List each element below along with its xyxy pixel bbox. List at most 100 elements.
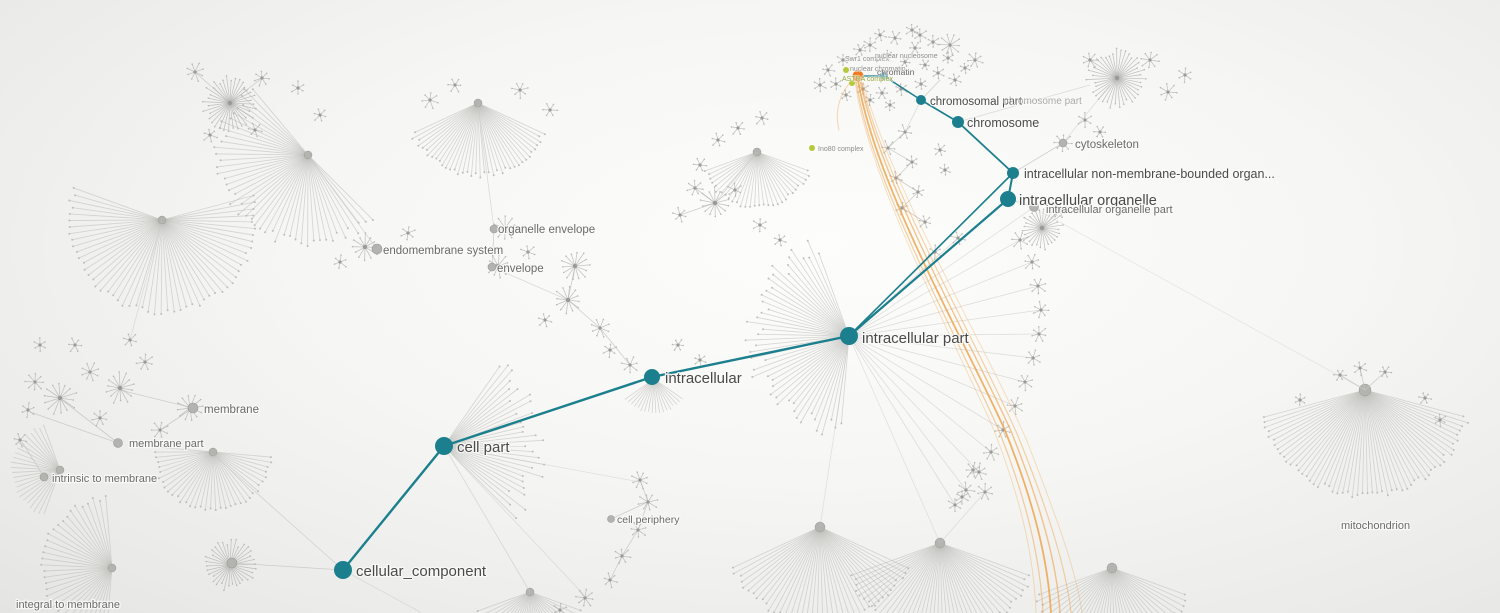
node-cluster[interactable] (969, 462, 987, 481)
node-cluster[interactable] (1093, 125, 1107, 138)
node-nucleosome-cluster-node[interactable] (880, 72, 888, 80)
node-cluster[interactable] (493, 215, 516, 240)
node-cluster[interactable] (905, 155, 918, 169)
node-cluster[interactable] (727, 182, 742, 197)
node-cluster[interactable] (68, 337, 83, 353)
node-cluster[interactable] (939, 163, 951, 176)
node-cluster[interactable] (897, 124, 913, 139)
node-cluster[interactable] (1017, 374, 1033, 392)
selected-orange-node[interactable] (852, 70, 864, 82)
node-cluster[interactable] (914, 78, 927, 90)
graph-node[interactable] (607, 515, 615, 523)
node-cluster[interactable] (694, 354, 707, 368)
fan-cluster[interactable] (703, 147, 810, 208)
node-cluster[interactable] (699, 185, 730, 218)
node-cluster[interactable] (918, 215, 932, 229)
node-cluster[interactable] (813, 77, 827, 93)
node-cluster[interactable] (1021, 207, 1064, 251)
node-cluster[interactable] (686, 179, 704, 196)
node-cluster[interactable] (1082, 52, 1099, 68)
node-cluster[interactable] (1353, 361, 1368, 377)
node-cluster[interactable] (614, 548, 632, 565)
node-cluster[interactable] (938, 33, 961, 55)
fan-cluster[interactable] (411, 98, 546, 179)
node-cluster[interactable] (1025, 349, 1041, 366)
node-cluster[interactable] (885, 99, 896, 112)
node-cluster[interactable] (841, 89, 852, 102)
fan-cluster[interactable] (476, 587, 582, 613)
node-cluster[interactable] (105, 371, 135, 404)
node-chromosomal-part[interactable] (916, 95, 926, 105)
node-cluster[interactable] (927, 34, 940, 48)
node-cluster[interactable] (672, 206, 687, 223)
node-cluster[interactable] (122, 333, 137, 347)
node-cluster[interactable] (291, 80, 305, 95)
node-cluster[interactable] (630, 521, 647, 538)
graph-node[interactable] (187, 402, 199, 414)
ino80-complex-node[interactable] (809, 145, 815, 151)
node-cluster[interactable] (555, 285, 580, 315)
node-cluster[interactable] (773, 234, 787, 247)
node-cluster[interactable] (150, 421, 169, 438)
node-cluster[interactable] (203, 128, 218, 143)
graph-node[interactable] (487, 262, 497, 272)
node-cluster[interactable] (863, 37, 877, 52)
node-cluster[interactable] (913, 28, 927, 43)
node-cluster[interactable] (967, 52, 984, 68)
node-cluster[interactable] (1379, 366, 1393, 378)
node-cluster[interactable] (542, 103, 559, 117)
node-cluster[interactable] (447, 78, 462, 93)
node-cluster[interactable] (91, 410, 108, 427)
node-cluster[interactable] (603, 572, 618, 589)
node-cluster[interactable] (909, 41, 921, 54)
fan-cluster[interactable] (1262, 383, 1469, 499)
highlight-green-node[interactable] (843, 67, 849, 73)
node-cluster[interactable] (620, 356, 638, 374)
node-cluster[interactable] (313, 108, 327, 122)
node-cluster[interactable] (730, 121, 745, 135)
fan-cluster[interactable] (153, 445, 273, 511)
node-cluster[interactable] (1077, 111, 1092, 128)
node-cluster[interactable] (1140, 51, 1160, 69)
node-cluster[interactable] (1085, 47, 1147, 109)
node-cluster[interactable] (24, 372, 44, 391)
node-cluster[interactable] (421, 92, 439, 109)
node-cluster[interactable] (955, 490, 969, 505)
node-cluster[interactable] (333, 254, 347, 269)
node-cluster[interactable] (965, 461, 981, 478)
node-cluster[interactable] (21, 402, 35, 419)
node-cluster[interactable] (351, 232, 378, 262)
graph-node[interactable] (39, 472, 49, 482)
node-cluster[interactable] (575, 588, 594, 607)
node-cluster[interactable] (553, 602, 568, 613)
node-cluster[interactable] (752, 218, 767, 233)
node-cluster[interactable] (959, 62, 971, 74)
graph-node[interactable] (1029, 202, 1039, 212)
fan-hub-node[interactable] (208, 447, 218, 457)
graph-node[interactable] (226, 557, 238, 569)
node-cluster[interactable] (561, 251, 591, 281)
fan-cluster[interactable] (10, 424, 65, 515)
node-chromosome[interactable] (952, 116, 964, 128)
node-cluster[interactable] (932, 66, 945, 80)
node-cluster[interactable] (1029, 278, 1047, 295)
node-cluster[interactable] (692, 157, 708, 172)
node-cluster[interactable] (202, 75, 257, 133)
node-cluster[interactable] (919, 59, 930, 71)
node-cluster[interactable] (81, 362, 100, 382)
node-cluster[interactable] (822, 64, 836, 77)
node-cluster[interactable] (830, 77, 842, 90)
node-cluster[interactable] (1024, 253, 1041, 270)
node-cluster[interactable] (1333, 369, 1348, 381)
node-cluster[interactable] (602, 343, 618, 359)
node-cluster[interactable] (853, 43, 867, 56)
node-intracellular-non-membrane-bounded-organelle[interactable] (1007, 167, 1019, 179)
node-cluster[interactable] (836, 53, 850, 66)
node-cluster[interactable] (637, 494, 659, 511)
node-cluster[interactable] (1032, 300, 1050, 319)
node-cluster[interactable] (1051, 202, 1068, 219)
node-cluster[interactable] (1006, 397, 1023, 416)
node-cluster[interactable] (1418, 392, 1433, 404)
node-cluster[interactable] (957, 481, 976, 498)
